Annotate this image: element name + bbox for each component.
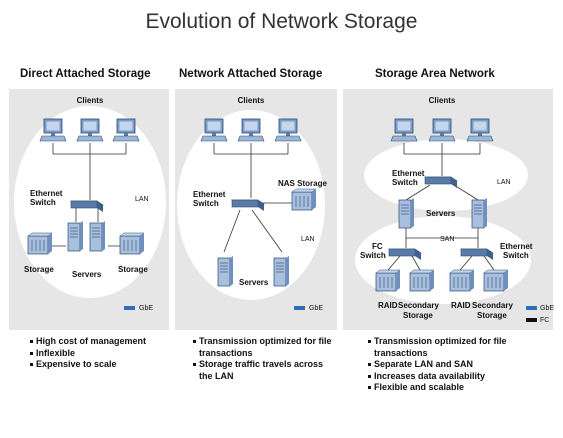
bullet: Flexible and scalable	[368, 382, 508, 394]
nas-servers-label: Servers	[239, 278, 269, 287]
das-storage-left-label: Storage	[24, 265, 54, 274]
san-secondary-left-label-2: Storage	[403, 311, 433, 320]
nas-storage-icon	[291, 188, 317, 211]
nas-switch-label-1: Ethernet	[193, 190, 226, 199]
san-san-label: SAN	[440, 236, 454, 243]
gbe-legend-swatch	[526, 306, 537, 310]
fc-switch-label-2: Switch	[360, 251, 386, 260]
nas-client-icon	[274, 118, 302, 142]
nas-server-icon	[273, 255, 290, 287]
san-servers-label: Servers	[426, 209, 456, 218]
fc-switch-label-1: FC	[372, 242, 383, 251]
bullet: Expensive to scale	[30, 359, 170, 371]
raid-icon	[375, 269, 401, 292]
bullet: High cost of management	[30, 336, 170, 348]
heading-das: Direct Attached Storage	[20, 68, 151, 80]
raid-icon	[449, 269, 475, 292]
das-lan-label: LAN	[135, 196, 149, 203]
nas-gbe-legend: GbE	[309, 305, 323, 312]
das-storage-icon	[27, 232, 53, 255]
das-gbe-legend: GbE	[139, 305, 153, 312]
san-eth-switch-label-2: Switch	[503, 251, 529, 260]
das-client-icon	[39, 118, 67, 142]
nas-clients-label: Clients	[238, 96, 265, 105]
heading-san: Storage Area Network	[375, 68, 495, 80]
gbe-legend-swatch	[294, 306, 305, 310]
san-fc-legend: FC	[540, 317, 549, 324]
das-clients-label: Clients	[77, 96, 104, 105]
san-clients-label: Clients	[429, 96, 456, 105]
nas-client-icon	[237, 118, 265, 142]
fc-legend-swatch	[526, 318, 537, 322]
san-client-icon	[390, 118, 418, 142]
das-client-icon	[112, 118, 140, 142]
san-server-icon	[398, 197, 415, 229]
das-server-icon	[89, 220, 106, 252]
das-bullets: High cost of management Inflexible Expen…	[30, 336, 170, 371]
nas-client-icon	[200, 118, 228, 142]
page-title: Evolution of Network Storage	[145, 10, 418, 33]
das-switch-label-1: Ethernet	[30, 189, 63, 198]
san-client-icon	[466, 118, 494, 142]
das-storage-icon	[119, 232, 145, 255]
san-switch-label-2: Switch	[392, 178, 418, 187]
san-eth-switch-label-1: Ethernet	[500, 242, 533, 251]
san-lan-label: LAN	[497, 179, 511, 186]
nas-lan-label: LAN	[301, 236, 315, 243]
bullet: Increases data availability	[368, 371, 508, 383]
das-switch-label-2: Switch	[30, 198, 56, 207]
bullet: Transmission optimized for file transact…	[368, 336, 508, 359]
nas-switch-label-2: Switch	[193, 199, 219, 208]
bullet: Transmission optimized for file transact…	[193, 336, 333, 359]
das-client-icon	[76, 118, 104, 142]
san-server-icon	[471, 197, 488, 229]
san-client-icon	[428, 118, 456, 142]
san-secondary-right-label-1: Secondary	[472, 301, 513, 310]
san-raid-left-label: RAID	[378, 301, 398, 310]
san-bullets: Transmission optimized for file transact…	[368, 336, 508, 394]
bullet: Inflexible	[30, 348, 170, 360]
das-storage-right-label: Storage	[118, 265, 148, 274]
nas-storage-label: NAS Storage	[278, 179, 327, 188]
nas-bullets: Transmission optimized for file transact…	[193, 336, 333, 382]
heading-nas: Network Attached Storage	[179, 68, 323, 80]
gbe-legend-swatch	[124, 306, 135, 310]
das-server-icon	[67, 220, 84, 252]
secondary-storage-icon	[409, 269, 435, 292]
secondary-storage-icon	[483, 269, 509, 292]
san-lan-ellipse	[364, 139, 528, 211]
san-switch-label-1: Ethernet	[392, 169, 425, 178]
san-raid-right-label: RAID	[451, 301, 471, 310]
nas-server-icon	[217, 255, 234, 287]
san-secondary-left-label-1: Secondary	[398, 301, 439, 310]
das-servers-label: Servers	[72, 270, 102, 279]
bullet: Separate LAN and SAN	[368, 359, 508, 371]
bullet: Storage traffic travels across the LAN	[193, 359, 333, 382]
san-secondary-right-label-2: Storage	[477, 311, 507, 320]
san-gbe-legend: GbE	[540, 305, 554, 312]
